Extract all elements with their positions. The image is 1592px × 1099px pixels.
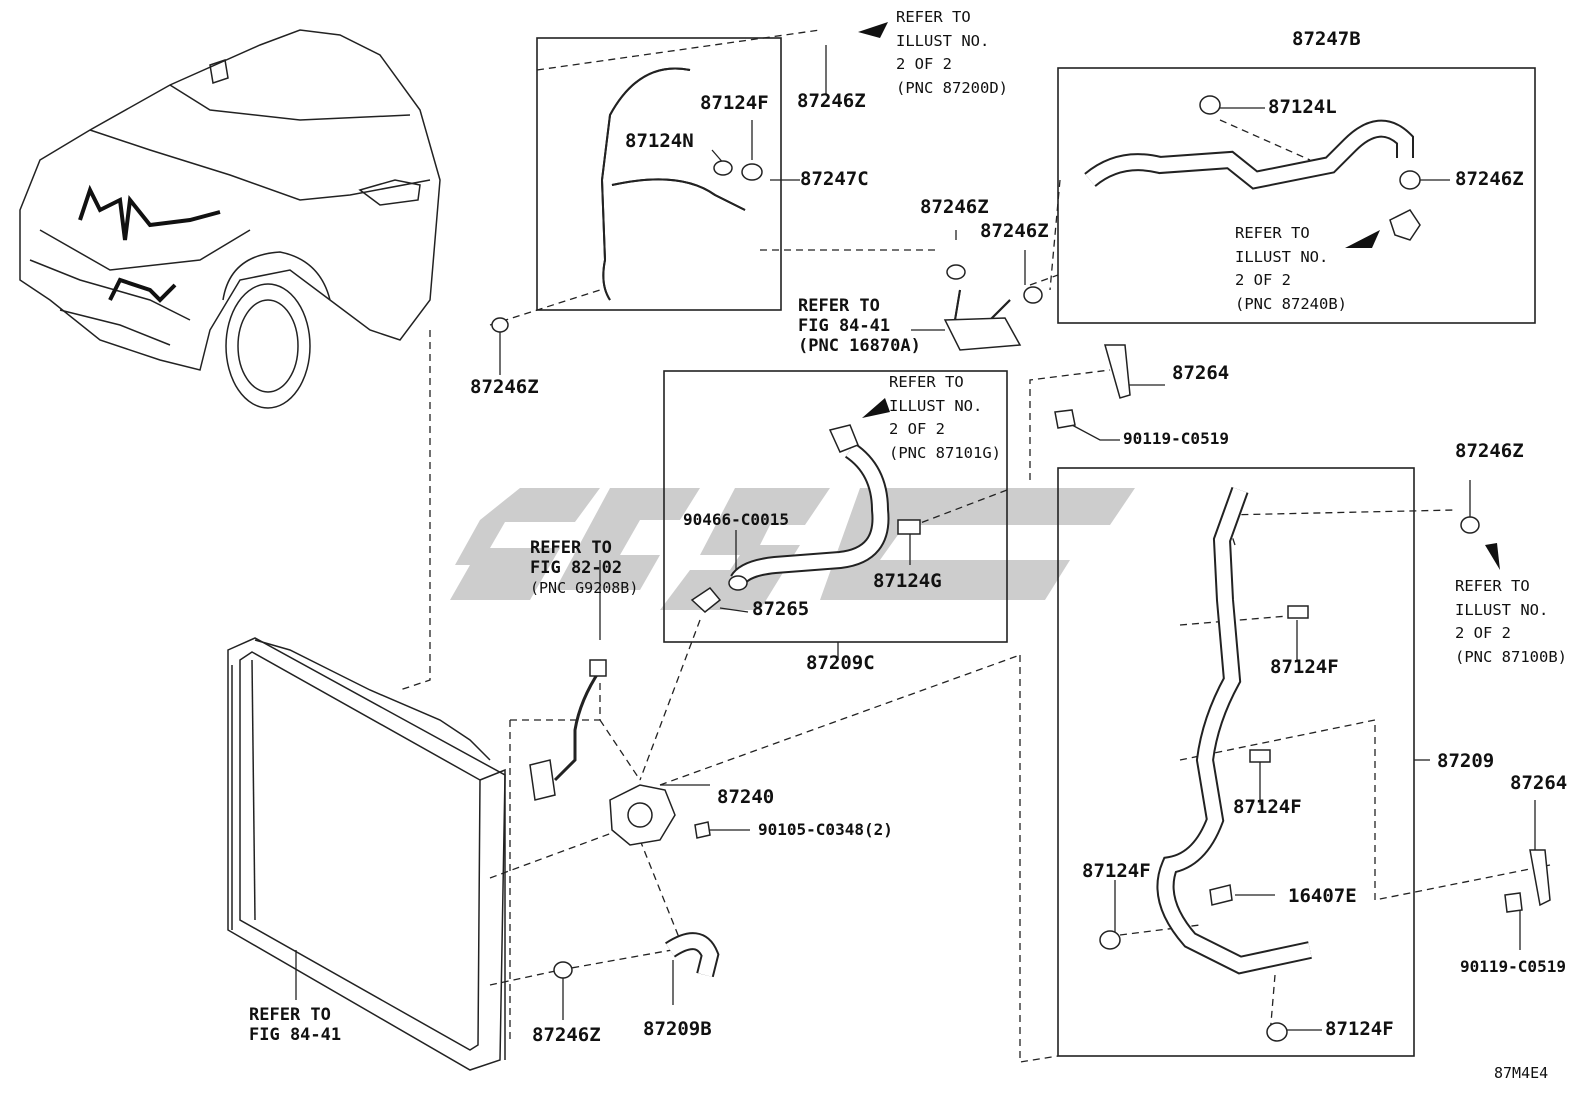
- ref-note-16870A: REFER TO FIG 84-41 (PNC 16870A): [798, 296, 921, 356]
- label-87246Z-top: 87246Z: [797, 90, 866, 112]
- ref-line: (PNC 16870A): [798, 336, 921, 356]
- ref-note-87101G: REFER TO ILLUST NO. 2 OF 2 (PNC 87101G): [889, 371, 1001, 465]
- cooler-16870A: [491, 264, 1043, 351]
- ref-note-87200D: REFER TO ILLUST NO. 2 OF 2 (PNC 87200D): [896, 6, 1008, 100]
- vehicle-illustration: [19, 29, 441, 409]
- label-87264-right: 87264: [1510, 772, 1568, 794]
- label-87209B: 87209B: [643, 1018, 712, 1040]
- ref-line: REFER TO: [1455, 577, 1530, 595]
- ref-line: (PNC 87100B): [1455, 647, 1567, 666]
- ref-line: REFER TO: [530, 538, 612, 558]
- diagram-code: 87M4E4: [1494, 1064, 1549, 1082]
- label-90105-C0348: 90105-C0348(2): [758, 820, 893, 839]
- label-87124F-bottom: 87124F: [1325, 1018, 1394, 1040]
- ref-note-87240B: REFER TO ILLUST NO. 2 OF 2 (PNC 87240B): [1235, 222, 1347, 316]
- hose-87247B: [1084, 95, 1421, 241]
- bracket-87264-right: [1504, 849, 1551, 913]
- label-87124N: 87124N: [625, 130, 694, 152]
- label-87246Z-mid2: 87246Z: [980, 220, 1049, 242]
- label-87265: 87265: [752, 598, 810, 620]
- ref-line: REFER TO: [798, 296, 880, 316]
- ref-line: ILLUST NO.: [889, 396, 983, 415]
- label-87240: 87240: [717, 786, 775, 808]
- label-87209C: 87209C: [806, 652, 875, 674]
- ref-line: ILLUST NO.: [896, 31, 990, 50]
- reference-arrows: [858, 22, 1500, 570]
- ref-line: REFER TO: [249, 1005, 331, 1025]
- label-87124F-r3: 87124F: [1082, 860, 1151, 882]
- label-16407E: 16407E: [1288, 885, 1357, 907]
- hose-87209C: [690, 424, 921, 613]
- label-87246Z-mid1: 87246Z: [920, 196, 989, 218]
- ref-line: REFER TO: [1235, 224, 1310, 242]
- ref-note-G9208B: REFER TO FIG 82-02 (PNC G9208B): [530, 538, 638, 598]
- label-87124F-top: 87124F: [700, 92, 769, 114]
- radiator: [227, 637, 506, 1071]
- box-87209C: [663, 370, 1008, 643]
- box-87209: [1057, 467, 1415, 1057]
- ref-line: REFER TO: [889, 373, 964, 391]
- bracket-87264-mid: [1054, 344, 1131, 429]
- ref-line: (PNC 87101G): [889, 443, 1001, 462]
- ref-line: ILLUST NO.: [1235, 247, 1329, 266]
- ref-line: 2 OF 2: [1235, 271, 1291, 289]
- label-87247C: 87247C: [800, 168, 869, 190]
- water-pump-87240: [529, 659, 711, 846]
- leader-lines: [295, 45, 1536, 1031]
- ref-line: (PNC 87240B): [1235, 294, 1347, 313]
- ref-line: 2 OF 2: [896, 55, 952, 73]
- ref-line: 2 OF 2: [1455, 624, 1511, 642]
- label-87246Z-left: 87246Z: [470, 376, 539, 398]
- ref-line: (PNC G9208B): [530, 579, 639, 597]
- vehicle-hose-route: [78, 184, 221, 303]
- label-87124F-r2: 87124F: [1233, 796, 1302, 818]
- ref-line: REFER TO: [896, 8, 971, 26]
- hose-87209B: [553, 932, 720, 979]
- label-90466-C0015: 90466-C0015: [683, 510, 789, 529]
- label-87264-mid: 87264: [1172, 362, 1230, 384]
- ref-line: 2 OF 2: [889, 420, 945, 438]
- label-87124L: 87124L: [1268, 96, 1337, 118]
- dashed-routing-lines: [399, 29, 1551, 1063]
- ref-note-87100B: REFER TO ILLUST NO. 2 OF 2 (PNC 87100B): [1455, 575, 1567, 669]
- watermark-logo: [450, 488, 1135, 610]
- label-87246Z-right: 87246Z: [1455, 440, 1524, 462]
- label-87246Z-bottom: 87246Z: [532, 1024, 601, 1046]
- label-90119-mid: 90119-C0519: [1123, 429, 1229, 448]
- label-87209: 87209: [1437, 750, 1495, 772]
- label-87124F-r1: 87124F: [1270, 656, 1339, 678]
- ref-line: (PNC 87200D): [896, 78, 1008, 97]
- ref-note-fig8441: REFER TO FIG 84-41: [249, 1005, 341, 1045]
- label-90119-right: 90119-C0519: [1460, 957, 1566, 976]
- hose-87209: [1099, 486, 1480, 1042]
- ref-line: FIG 82-02: [530, 558, 623, 578]
- ref-line: ILLUST NO.: [1455, 600, 1549, 619]
- ref-line: FIG 84-41: [798, 316, 891, 336]
- label-87124G: 87124G: [873, 570, 942, 592]
- label-87247B: 87247B: [1292, 28, 1361, 50]
- hose-87247C: [600, 67, 763, 301]
- label-87246Z-right-top: 87246Z: [1455, 168, 1524, 190]
- ref-line: FIG 84-41: [249, 1025, 342, 1045]
- box-87247C: [536, 37, 782, 311]
